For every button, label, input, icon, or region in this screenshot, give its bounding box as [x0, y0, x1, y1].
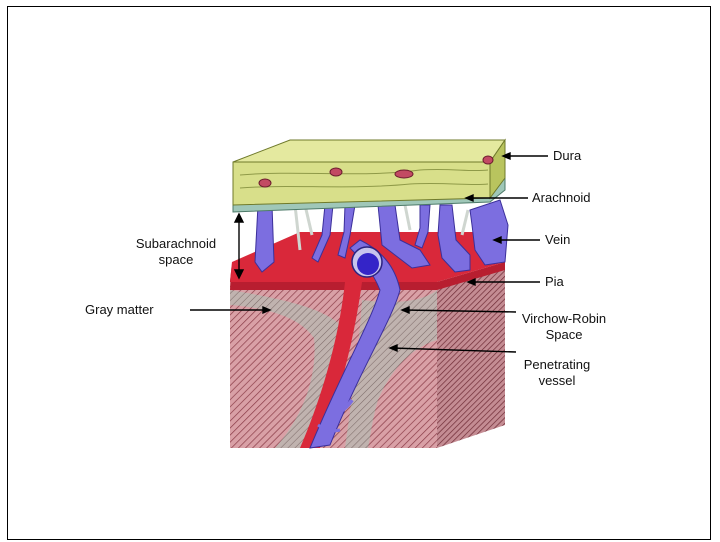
virchow-robin-line1: Virchow-Robin [516, 311, 612, 327]
penetrating-vessel-label: Penetrating vessel [512, 357, 602, 389]
penetrating-line2: vessel [512, 373, 602, 389]
penetrating-line1: Penetrating [512, 357, 602, 373]
vein-label: Vein [545, 232, 570, 248]
subarachnoid-space-label: Subarachnoid space [126, 236, 226, 268]
dura-slab [233, 140, 505, 205]
vein-lumen [352, 247, 382, 277]
pia-label: Pia [545, 274, 564, 290]
virchow-robin-label: Virchow-Robin Space [516, 311, 612, 343]
virchow-robin-line2: Space [516, 327, 612, 343]
subarachnoid-line1: Subarachnoid [126, 236, 226, 252]
subarachnoid-line2: space [126, 252, 226, 268]
gray-matter-label: Gray matter [85, 302, 154, 318]
arachnoid-label: Arachnoid [532, 190, 591, 206]
dura-label: Dura [553, 148, 581, 164]
